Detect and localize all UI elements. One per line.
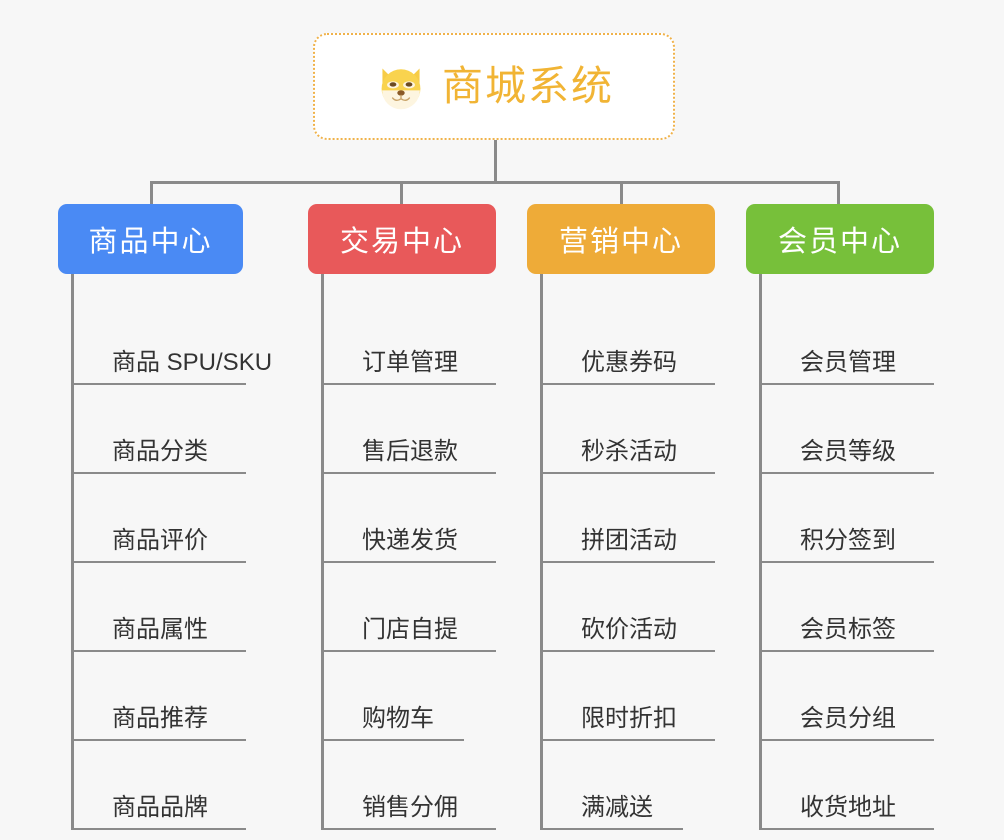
connector-root-stem xyxy=(494,140,497,183)
list-item-label: 商品 SPU/SKU xyxy=(74,342,272,385)
connector-drop-product-center xyxy=(150,181,153,205)
connector-drop-member-center xyxy=(837,181,840,205)
list-item[interactable]: 拼团活动 xyxy=(543,474,745,563)
column-header-trade-center[interactable]: 交易中心 xyxy=(308,204,496,274)
list-item-label: 优惠券码 xyxy=(543,342,715,385)
list-item-label: 秒杀活动 xyxy=(543,431,715,474)
list-item[interactable]: 购物车 xyxy=(324,652,526,741)
list-item-label: 销售分佣 xyxy=(324,787,496,830)
list-item[interactable]: 门店自提 xyxy=(324,563,526,652)
list-item-label: 商品属性 xyxy=(74,609,246,652)
list-item[interactable]: 商品 SPU/SKU xyxy=(74,296,276,385)
list-item-label: 会员等级 xyxy=(762,431,934,474)
column-body-marketing-center: 优惠券码 秒杀活动 拼团活动 砍价活动 限时折扣 满减送 xyxy=(540,274,745,830)
connector-drop-marketing-center xyxy=(620,181,623,205)
connector-drop-trade-center xyxy=(400,181,403,205)
list-item-label: 积分签到 xyxy=(762,520,934,563)
list-item[interactable]: 收货地址 xyxy=(762,741,964,830)
list-item-label: 订单管理 xyxy=(324,342,496,385)
column-header-label: 商品中心 xyxy=(88,226,213,258)
column-member-center: 会员中心 会员管理 会员等级 积分签到 会员标签 会员分组 收货地址 xyxy=(746,204,964,830)
column-trade-center: 交易中心 订单管理 售后退款 快递发货 门店自提 购物车 销售分佣 xyxy=(308,204,526,830)
connector-horizontal-bus xyxy=(150,181,840,184)
list-item-label: 商品推荐 xyxy=(74,698,246,741)
list-item[interactable]: 商品推荐 xyxy=(74,652,276,741)
list-item[interactable]: 商品属性 xyxy=(74,563,276,652)
list-item[interactable]: 订单管理 xyxy=(324,296,526,385)
list-item-label: 砍价活动 xyxy=(543,609,715,652)
list-item-label: 会员管理 xyxy=(762,342,934,385)
list-item[interactable]: 积分签到 xyxy=(762,474,964,563)
column-header-marketing-center[interactable]: 营销中心 xyxy=(527,204,715,274)
list-item-label: 门店自提 xyxy=(324,609,496,652)
list-item[interactable]: 快递发货 xyxy=(324,474,526,563)
list-item-label: 会员标签 xyxy=(762,609,934,652)
column-product-center: 商品中心 商品 SPU/SKU 商品分类 商品评价 商品属性 商品推荐 商品品牌 xyxy=(58,204,276,830)
list-item[interactable]: 会员等级 xyxy=(762,385,964,474)
list-item[interactable]: 满减送 xyxy=(543,741,745,830)
list-item-label: 购物车 xyxy=(324,698,464,741)
list-item[interactable]: 限时折扣 xyxy=(543,652,745,741)
root-node-title: 商城系统 xyxy=(442,63,614,109)
list-item-label: 收货地址 xyxy=(762,787,934,830)
column-header-product-center[interactable]: 商品中心 xyxy=(58,204,243,274)
list-item[interactable]: 优惠券码 xyxy=(543,296,745,385)
list-item[interactable]: 会员标签 xyxy=(762,563,964,652)
column-marketing-center: 营销中心 优惠券码 秒杀活动 拼团活动 砍价活动 限时折扣 满减送 xyxy=(527,204,745,830)
list-item-label: 商品评价 xyxy=(74,520,246,563)
column-body-trade-center: 订单管理 售后退款 快递发货 门店自提 购物车 销售分佣 xyxy=(321,274,526,830)
column-header-member-center[interactable]: 会员中心 xyxy=(746,204,934,274)
list-item[interactable]: 商品分类 xyxy=(74,385,276,474)
list-item[interactable]: 砍价活动 xyxy=(543,563,745,652)
column-header-label: 营销中心 xyxy=(558,226,683,258)
list-item-label: 拼团活动 xyxy=(543,520,715,563)
column-body-product-center: 商品 SPU/SKU 商品分类 商品评价 商品属性 商品推荐 商品品牌 xyxy=(71,274,276,830)
list-item-label: 会员分组 xyxy=(762,698,934,741)
list-item-label: 售后退款 xyxy=(324,431,496,474)
list-item[interactable]: 销售分佣 xyxy=(324,741,526,830)
list-item-label: 快递发货 xyxy=(324,520,496,563)
column-header-label: 会员中心 xyxy=(777,226,902,258)
column-header-label: 交易中心 xyxy=(339,226,464,258)
list-item[interactable]: 会员分组 xyxy=(762,652,964,741)
list-item-label: 满减送 xyxy=(543,787,683,830)
dog-face-icon xyxy=(381,67,421,109)
list-item[interactable]: 会员管理 xyxy=(762,296,964,385)
list-item-label: 商品分类 xyxy=(74,431,246,474)
list-item-label: 商品品牌 xyxy=(74,787,246,830)
list-item[interactable]: 秒杀活动 xyxy=(543,385,745,474)
list-item[interactable]: 商品评价 xyxy=(74,474,276,563)
root-node-mall-system[interactable]: 商城系统 xyxy=(313,33,675,140)
list-item[interactable]: 售后退款 xyxy=(324,385,526,474)
list-item[interactable]: 商品品牌 xyxy=(74,741,276,830)
list-item-label: 限时折扣 xyxy=(543,698,715,741)
column-body-member-center: 会员管理 会员等级 积分签到 会员标签 会员分组 收货地址 xyxy=(759,274,964,830)
